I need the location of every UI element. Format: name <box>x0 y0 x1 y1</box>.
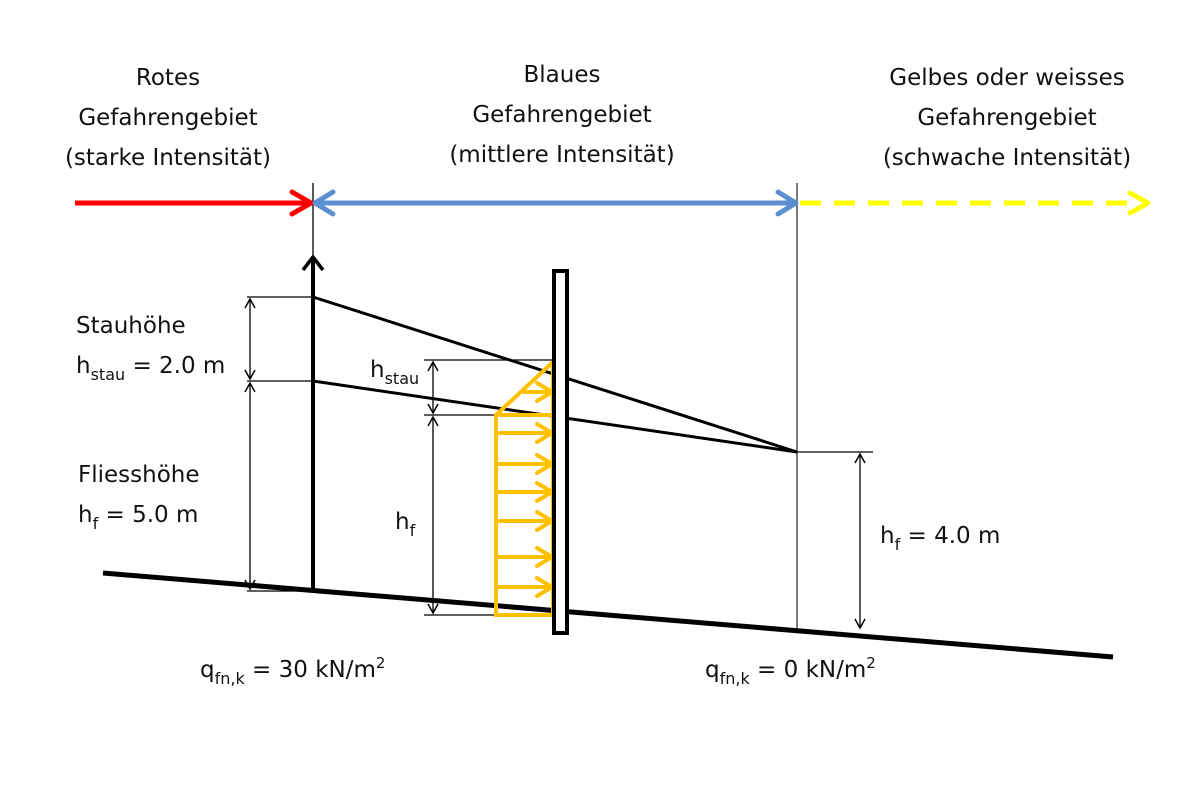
right-flow-value: = 4.0 m <box>907 523 1001 549</box>
zone-title-yellow-line-1: Gelbes oder weisses <box>889 65 1125 91</box>
flow-symbol: h <box>78 502 93 528</box>
stau-title: Stauhöhe <box>76 313 186 339</box>
wall-stau-label: hstau <box>370 350 419 392</box>
pressure-label-right: qfn,k = 0 kN/m2 <box>705 650 876 692</box>
protection-wall <box>552 269 569 635</box>
vertical-axis-arrow <box>301 255 325 590</box>
right-flow-label: hf = 4.0 m <box>880 516 1000 558</box>
flow-title: Fliesshöhe <box>78 462 200 488</box>
right-flow-subscript: f <box>894 535 901 554</box>
pressure-left-value: = 30 kN/m <box>252 657 376 683</box>
stau-value: hstau = 2.0 m <box>76 346 225 388</box>
flow-value: hf = 5.0 m <box>78 495 200 537</box>
ground-line <box>102 570 1114 660</box>
zone-title-red: Rotes Gefahrengebiet (starke Intensität) <box>0 58 358 178</box>
zone-title-red-line-2: Gefahrengebiet <box>78 105 258 131</box>
blue-zone-arrow <box>312 189 799 217</box>
pressure-outline <box>494 360 555 617</box>
wall-stau-subscript: stau <box>384 369 420 388</box>
zone-title-yellow-line-3: (schwache Intensität) <box>882 145 1132 171</box>
wall-dimension-lines <box>424 359 553 616</box>
stau-label: Stauhöhe hstau = 2.0 m <box>76 306 225 388</box>
zone-title-yellow-line-2: Gefahrengebiet <box>917 105 1097 131</box>
zone-title-yellow: Gelbes oder weisses Gefahrengebiet (schw… <box>817 58 1197 178</box>
pressure-right-symbol: q <box>705 657 720 683</box>
stau-value-text: = 2.0 m <box>132 353 226 379</box>
zone-title-red-line-3: (starke Intensität) <box>64 145 272 171</box>
flow-value-text: = 5.0 m <box>105 502 199 528</box>
stau-subscript: stau <box>90 365 126 384</box>
flow-subscript: f <box>92 514 99 533</box>
pressure-left-subscript: fn,k <box>214 669 245 688</box>
wall-flow-symbol: h <box>395 509 410 535</box>
pressure-right-subscript: fn,k <box>719 669 750 688</box>
zone-title-blue-line-1: Blaues <box>523 62 601 88</box>
pressure-left-symbol: q <box>200 657 215 683</box>
pressure-left-superscript: 2 <box>375 654 386 672</box>
zone-title-blue: Blaues Gefahrengebiet (mittlere Intensit… <box>372 55 752 175</box>
stau-symbol: h <box>76 353 91 379</box>
wall-flow-subscript: f <box>409 521 416 540</box>
zone-title-blue-line-3: (mittlere Intensität) <box>449 142 675 168</box>
flow-label: Fliesshöhe hf = 5.0 m <box>78 455 200 537</box>
right-flow-symbol: h <box>880 523 895 549</box>
pressure-right-value: = 0 kN/m <box>757 657 867 683</box>
pressure-label-left: qfn,k = 30 kN/m2 <box>200 650 385 692</box>
red-zone-arrow <box>75 189 314 217</box>
zone-title-blue-line-2: Gefahrengebiet <box>472 102 652 128</box>
zone-title-red-line-1: Rotes <box>135 65 201 91</box>
wall-flow-label: hf <box>395 502 415 544</box>
wall-stau-symbol: h <box>370 357 385 383</box>
left-dimension-lines <box>247 296 313 592</box>
pressure-right-superscript: 2 <box>866 654 876 672</box>
yellow-zone-arrow <box>800 190 1151 216</box>
